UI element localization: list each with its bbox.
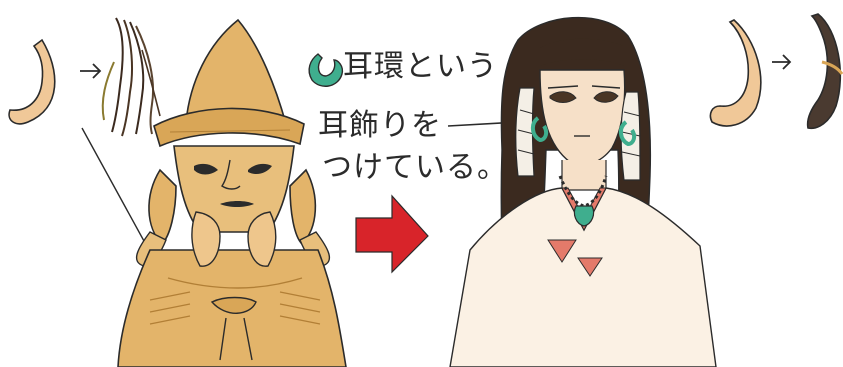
caption-line-2: 耳飾りを (318, 108, 442, 143)
haniwa-figure (117, 18, 347, 367)
red-arrow-icon (355, 194, 429, 274)
caption-line-1: 耳環という (343, 49, 498, 84)
small-arrow-icon (80, 63, 102, 79)
woman-figure (449, 16, 717, 367)
caption-line-3: つけている。 (322, 150, 508, 185)
dark-earring-sketch (806, 13, 843, 130)
pointer-line (81, 127, 151, 253)
small-arrow-icon-2 (772, 54, 792, 70)
jade-earring-sketch (709, 19, 762, 127)
hair-tuft-sketch (101, 17, 161, 137)
jade-ring-icon (308, 53, 344, 87)
horn-earring-sketch (8, 38, 56, 125)
